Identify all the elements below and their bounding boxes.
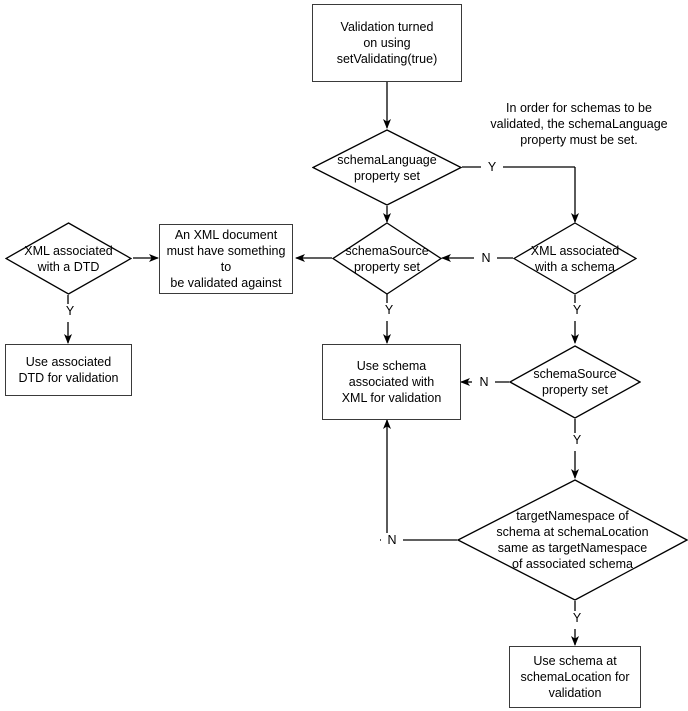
annotation-line: In order for schemas to be <box>506 101 652 115</box>
node-line: with a DTD <box>37 259 100 274</box>
node-line: must have something to <box>166 244 286 274</box>
edge-label-schema-source-left-no: N <box>475 251 497 265</box>
node-use-schema-at-schema-location: Use schema at schemaLocation for validat… <box>509 646 641 708</box>
diamond-shape <box>513 222 637 295</box>
node-schema-source-property-set-left: schemaSource property set <box>332 222 442 295</box>
node-line: Use schema at <box>533 654 617 668</box>
node-line: same as targetNamespace <box>497 541 648 555</box>
node-line: Validation turned <box>340 20 434 34</box>
diamond-shape <box>509 345 641 419</box>
node-an-xml-document-must-have-something: An XML document must have something to b… <box>159 224 293 294</box>
node-line: property set <box>541 383 608 397</box>
annotation-schema-language-note: In order for schemas to be validated, th… <box>470 100 688 148</box>
node-line: validation <box>548 686 602 700</box>
node-use-associated-dtd-for-validation: Use associated DTD for validation <box>5 344 132 396</box>
node-line: be validated against <box>170 276 282 290</box>
node-validation-turned-on: Validation turned on using setValidating… <box>312 4 462 82</box>
node-line: schemaLanguage <box>337 152 437 167</box>
edge-label-schema-source-right-no: N <box>473 375 495 389</box>
node-target-namespace-same: targetNamespace of schema at schemaLocat… <box>457 479 688 601</box>
edge-label-schema-source-right-yes: Y <box>566 433 588 447</box>
edge-label-target-namespace-yes: Y <box>566 611 588 625</box>
edge-label-schema-source-left-yes: Y <box>378 303 400 317</box>
diamond-shape <box>312 129 462 206</box>
diamond-shape <box>457 479 688 601</box>
edge-label-dtd-yes: Y <box>59 304 81 318</box>
node-line: Use associated <box>25 355 112 369</box>
node-line: schemaSource <box>345 243 429 258</box>
node-line: XML for validation <box>341 391 442 405</box>
node-xml-associated-with-a-schema: XML associated with a schema <box>513 222 637 295</box>
node-line: targetNamespace of <box>516 509 629 523</box>
edge-label-schema-language-yes: Y <box>481 160 503 174</box>
node-line: property set <box>353 168 420 183</box>
node-line: schemaSource <box>533 367 617 381</box>
node-line: An XML document <box>174 228 278 242</box>
diamond-shape <box>5 222 132 295</box>
node-line: schema at schemaLocation <box>496 525 649 539</box>
node-line: setValidating(true) <box>336 52 438 66</box>
annotation-line: validated, the schemaLanguage <box>490 117 668 131</box>
node-schema-language-property-set: schemaLanguage property set <box>312 129 462 206</box>
node-use-schema-associated-with-xml: Use schema associated with XML for valid… <box>322 344 461 420</box>
node-line: XML associated <box>530 243 620 258</box>
edge-label-xml-schema-yes: Y <box>566 303 588 317</box>
node-xml-associated-with-a-dtd: XML associated with a DTD <box>5 222 132 295</box>
node-line: with a schema <box>535 259 615 274</box>
node-schema-source-property-set-right: schemaSource property set <box>509 345 641 419</box>
node-line: Use schema <box>356 359 427 373</box>
edge-label-target-namespace-no: N <box>381 533 403 547</box>
node-line: schemaLocation for <box>520 670 630 684</box>
node-line: on using <box>363 36 411 50</box>
node-line: associated with <box>348 375 435 389</box>
annotation-line: property must be set. <box>520 133 638 147</box>
node-line: DTD for validation <box>18 371 119 385</box>
node-line: of associated schema <box>512 557 633 571</box>
node-line: property set <box>353 259 420 274</box>
node-line: XML associated <box>24 243 113 258</box>
